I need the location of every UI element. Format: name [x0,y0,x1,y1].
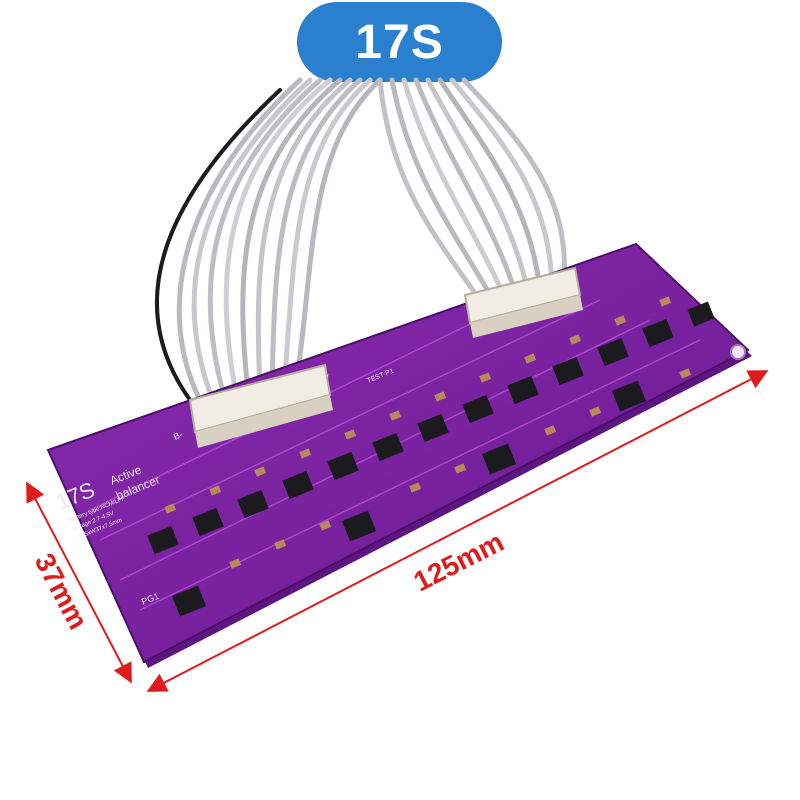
pcb-board [46,242,752,668]
wire-bundle [154,77,568,403]
width-dimension-line [26,481,132,684]
length-dimension-label: 125mm [409,526,509,597]
length-dimension-line [146,370,769,692]
dimension-lines [26,370,769,692]
series-badge: 17S [297,2,502,82]
series-badge-label: 17S [355,15,444,69]
connector-right [463,266,583,338]
